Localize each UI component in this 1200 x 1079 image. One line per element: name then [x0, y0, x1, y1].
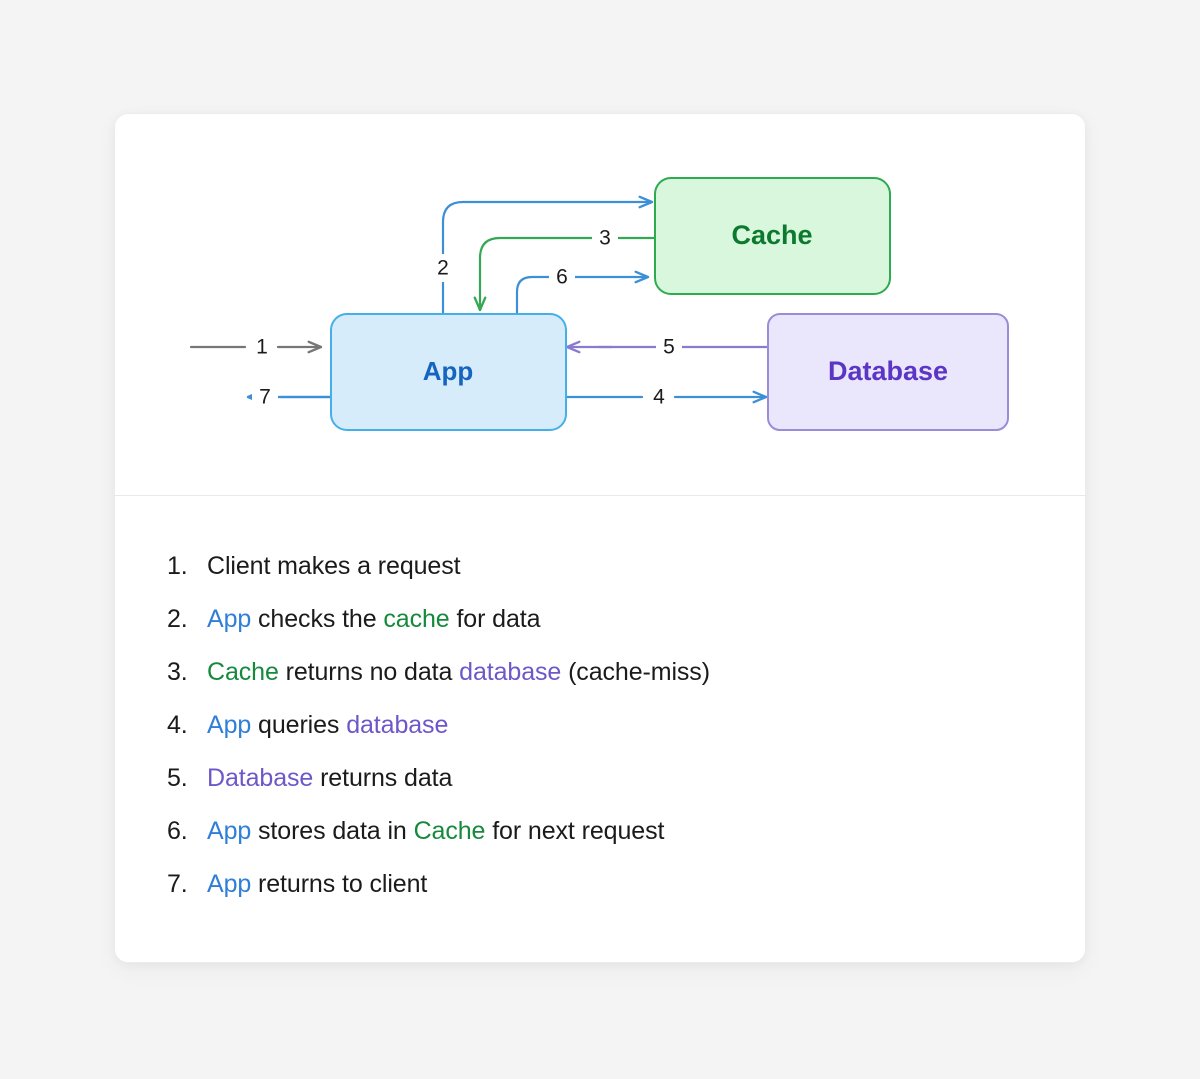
list-item: 1. Client makes a request: [167, 554, 1085, 579]
step-text: App queries database: [207, 713, 448, 738]
step-text-part: App: [207, 870, 252, 898]
svg-text:5: 5: [663, 336, 675, 359]
diagram-area: App Cache Database 1 7: [115, 114, 1085, 495]
step-text-part: returns no data: [278, 658, 460, 686]
step-text-part: for data: [449, 605, 541, 633]
section-divider: [115, 495, 1085, 496]
step-text-part: Client makes a request: [207, 552, 461, 580]
step-text: Client makes a request: [207, 552, 461, 580]
step-text-part: returns to client: [251, 870, 428, 898]
edge-number-3: 3: [592, 224, 618, 252]
step-text-part: queries: [251, 711, 347, 739]
list-item: 3. Cache returns no data database (cache-…: [167, 660, 1085, 685]
svg-text:4: 4: [653, 386, 665, 409]
edge-number-2: 2: [430, 254, 456, 282]
edge-3-cache-to-app: [473, 236, 657, 312]
edge-number-4: 4: [646, 383, 672, 411]
node-database-label: Database: [828, 356, 948, 386]
node-cache[interactable]: Cache: [654, 177, 891, 295]
step-text: Database returns data: [207, 766, 452, 791]
step-text-part: stores data in: [251, 817, 414, 845]
step-number: 7.: [167, 870, 188, 898]
list-item: 4. App queries database: [167, 713, 1085, 738]
node-app[interactable]: App: [330, 313, 567, 431]
list-item: 7. App returns to client: [167, 872, 1085, 897]
step-text-part: database: [459, 658, 562, 686]
step-text: App returns to client: [207, 872, 427, 897]
step-text: Cache returns no data database (cache-mi…: [207, 660, 710, 685]
step-number: 3.: [167, 658, 188, 686]
list-item: 2. App checks the cache for data: [167, 607, 1085, 632]
step-text-part: App: [207, 605, 252, 633]
step-text: App checks the cache for data: [207, 605, 541, 633]
svg-text:6: 6: [556, 266, 568, 289]
flow-diagram-card: App Cache Database 1 7: [114, 113, 1086, 963]
svg-text:3: 3: [599, 227, 611, 250]
list-item: 5. Database returns data: [167, 766, 1085, 791]
edge-2-app-to-cache: [441, 195, 654, 316]
step-number: 4.: [167, 711, 188, 739]
step-text-part: checks the: [251, 605, 384, 633]
svg-text:7: 7: [259, 386, 271, 409]
cache-aside-diagram: App Cache Database 1 7: [189, 177, 1009, 431]
edge-number-1: 1: [249, 333, 275, 361]
step-text-part: Database: [207, 764, 314, 792]
step-text-part: cache: [383, 605, 450, 633]
node-app-label: App: [423, 356, 474, 386]
edge-6-app-to-cache: [515, 270, 650, 316]
step-text-part: for next request: [485, 817, 665, 845]
step-text-part: database: [346, 711, 449, 739]
step-number: 2.: [167, 605, 188, 633]
step-text-part: Cache: [207, 658, 279, 686]
list-item: 6. App stores data in Cache for next requ…: [167, 819, 1085, 844]
steps-list: 1. Client makes a request 2. App checks the…: [115, 554, 1085, 897]
step-text-part: (cache-miss): [561, 658, 710, 686]
edge-number-5: 5: [656, 333, 682, 361]
step-text-part: returns data: [313, 764, 453, 792]
edge-number-7: 7: [252, 383, 278, 411]
node-database[interactable]: Database: [767, 313, 1009, 431]
step-number: 1.: [167, 552, 188, 580]
steps-section: 1. Client makes a request 2. App checks the…: [115, 496, 1085, 897]
step-number: 5.: [167, 764, 188, 792]
step-text-part: App: [207, 817, 252, 845]
node-cache-label: Cache: [731, 220, 812, 250]
step-text-part: App: [207, 711, 252, 739]
step-number: 6.: [167, 817, 188, 845]
svg-text:1: 1: [256, 336, 268, 359]
step-text: App stores data in Cache for next reques…: [207, 819, 664, 844]
step-text-part: Cache: [413, 817, 486, 845]
edge-number-6: 6: [549, 263, 575, 291]
svg-text:2: 2: [437, 257, 449, 280]
